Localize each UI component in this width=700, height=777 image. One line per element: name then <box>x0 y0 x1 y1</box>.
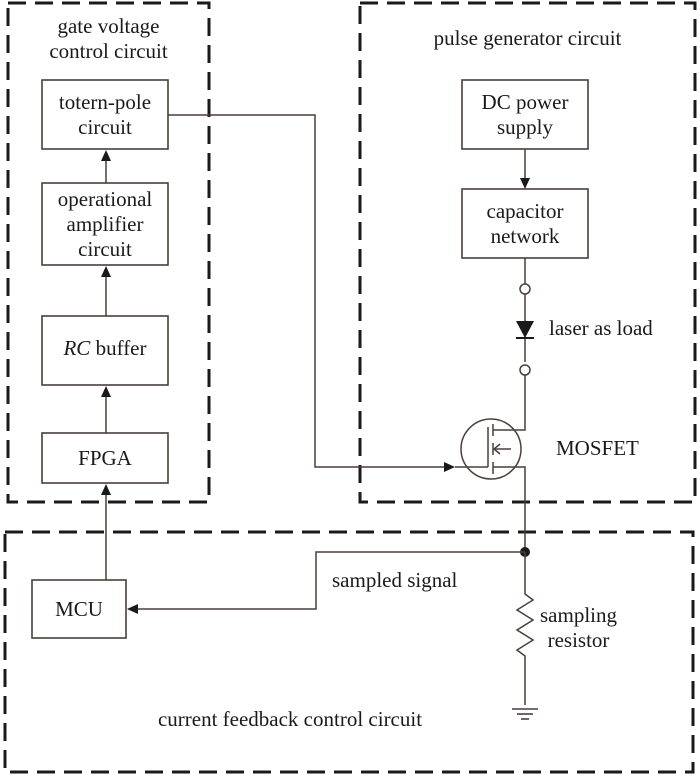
arrow-up-icon <box>101 266 111 277</box>
totem-pole-label-line2: circuit <box>78 114 132 139</box>
arrow-up-icon <box>101 484 111 495</box>
sampled-signal-label: sampled signal <box>332 568 458 592</box>
pulse-generator-title: pulse generator circuit <box>433 26 622 50</box>
dc-power-block: DC power supply <box>462 80 588 149</box>
rc-buffer-box <box>41 315 169 386</box>
sampling-resistor-label: sampling resistor <box>540 603 617 653</box>
totem-pole-block: totern-pole circuit <box>42 80 168 149</box>
mcu-block: MCU <box>55 596 103 621</box>
drain-wire <box>493 375 526 431</box>
arrow-up-icon <box>101 150 111 161</box>
fpga-block: FPGA <box>78 445 132 470</box>
totem-pole-label-line1: totern-pole <box>58 89 152 114</box>
dc-power-label-line1: DC power <box>481 89 569 114</box>
arrow-down-icon <box>520 178 530 189</box>
rc-buffer-block: RC buffer <box>42 316 168 380</box>
pulse-generator-region-border <box>358 1 697 504</box>
ground-icon <box>512 708 538 720</box>
fpga-box <box>41 432 169 484</box>
laser-label: laser as load <box>549 316 653 340</box>
gate-drive-wire <box>168 114 445 468</box>
terminal-circle-icon <box>519 364 531 376</box>
current-feedback-title: current feedback control circuit <box>157 707 423 731</box>
gate-voltage-title-line2: control circuit <box>49 39 168 63</box>
resistor-icon <box>515 552 535 705</box>
op-amp-box <box>41 182 169 266</box>
dc-power-label-line2: supply <box>496 114 553 139</box>
sampled-signal-wire <box>138 551 525 610</box>
dc-power-box <box>461 79 589 150</box>
op-amp-label-line1: operational <box>57 186 153 211</box>
arrow-right-icon <box>444 462 455 472</box>
op-amp-block: operational amplifier circuit <box>42 183 168 265</box>
totem-pole-box <box>41 79 169 150</box>
rc-buffer-label-italic: RC <box>63 335 91 360</box>
arrow-left-icon <box>127 604 138 614</box>
source-wire <box>493 466 526 552</box>
capacitor-label-line1: capacitor <box>486 198 564 223</box>
op-amp-label-line2: amplifier <box>66 211 144 236</box>
capacitor-block: capacitor network <box>462 189 588 258</box>
gate-voltage-region-border <box>6 1 211 504</box>
op-amp-label-line3: circuit <box>78 236 132 261</box>
mcu-box <box>31 579 127 639</box>
resistor-label-line2: resistor <box>547 628 610 652</box>
mosfet-label: MOSFET <box>556 436 639 460</box>
laser-diode-icon <box>516 321 534 338</box>
rc-buffer-label-rest: buffer <box>90 335 147 360</box>
gate-voltage-title: gate voltage control circuit <box>8 14 209 64</box>
current-feedback-region-border <box>3 530 695 774</box>
terminal-circle-icon <box>519 283 531 295</box>
gate-voltage-title-line1: gate voltage <box>57 14 160 38</box>
capacitor-label-line2: network <box>490 223 560 248</box>
capacitor-box <box>461 188 589 259</box>
mosfet-icon <box>455 418 526 552</box>
arrow-up-icon <box>101 386 111 397</box>
resistor-label-line1: sampling <box>540 603 617 627</box>
